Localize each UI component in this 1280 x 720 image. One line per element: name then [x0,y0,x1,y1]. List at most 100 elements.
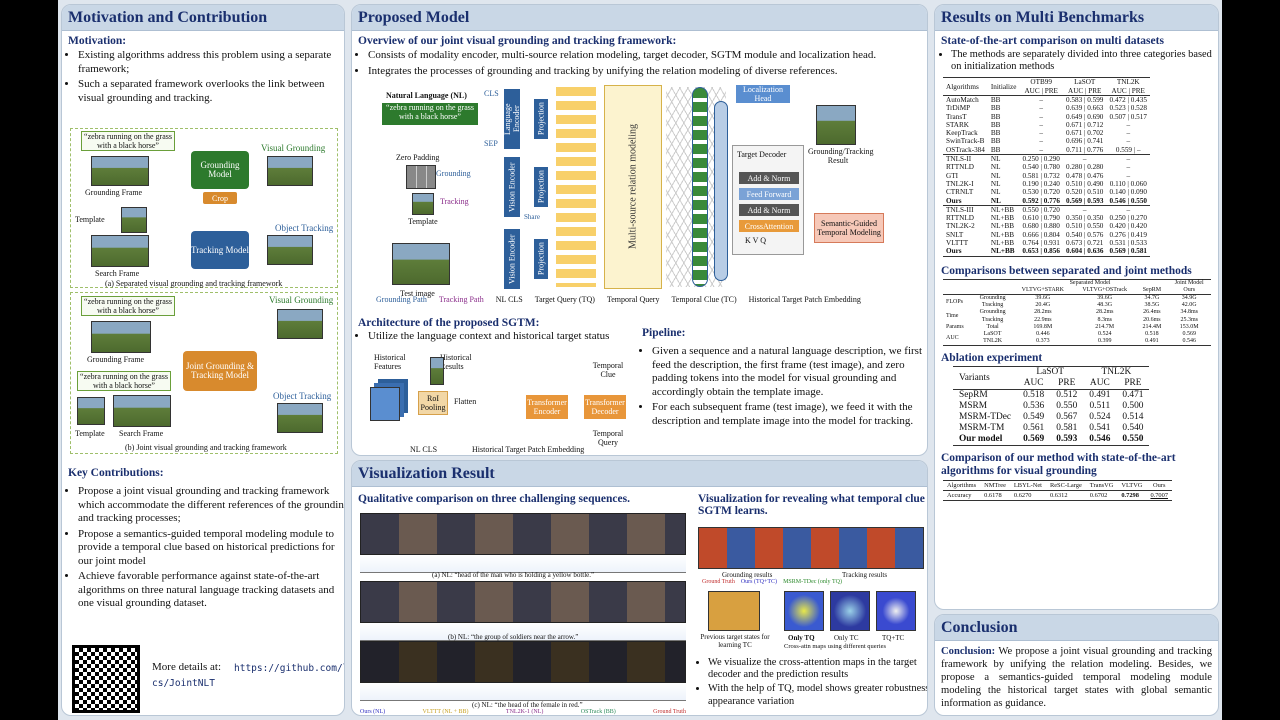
table-cell: NL [990,163,1001,172]
table-cell: 0.6270 [1013,492,1032,500]
table-cell: 0.649 | 0.690 [1066,112,1104,121]
table-cell: – [1039,145,1043,154]
token-columns [556,87,596,287]
tq-tc-map [876,591,916,631]
table-cell: 0.550 [1122,434,1144,445]
tq-tc-label: TQ+TC [882,634,905,642]
table-cell: Time [946,313,959,320]
vision-encoder-label: Vision Encoder [507,234,517,284]
result-label: Grounding/Tracking Result [808,147,874,165]
grounding-frame-label: Grounding Frame [85,188,143,197]
table-cell: – [1126,171,1131,180]
object-tracking-label: Object Tracking [275,223,334,233]
localization-head-label: Localization Head [743,85,783,103]
historical-features-stack [370,387,400,421]
table-cell: 0.472 | 0.435 [1109,96,1147,104]
table-cell: 0.639 | 0.663 [1066,104,1104,113]
sgtm-figure: Historical Features Historical Results R… [362,351,638,455]
table-cell: 0.471 [1122,390,1144,401]
zero-padding-grid [406,165,436,189]
table-cell: 0.511 [1089,401,1111,412]
template-image [412,193,434,215]
table-cell: 0.510 | 0.490 [1066,179,1104,188]
github-link[interactable]: https://github.com/lizhou-cs/JointNLT [152,663,344,689]
table-cell: 0.536 [1023,401,1045,412]
table-cell: 0.581 [1056,423,1078,434]
table-cell: 0.276 | 0.419 [1109,230,1147,239]
clue-legend: Ground Truth Ours (TQ+TC) MSRM-TDec (onl… [702,579,842,585]
results-title: Results on Multi Benchmarks [935,5,1218,31]
sequence-a-curve [360,555,686,573]
table-cell: 0.604 | 0.636 [1065,247,1104,256]
table-cell: 0.583 | 0.599 [1066,96,1104,104]
table-cell: 0.512 [1056,390,1078,401]
table-cell: 0.567 [1056,412,1078,423]
sota-point: The methods are separately divided into … [951,49,1212,73]
legend-msrm-tdec: MSRM-TDec (only TQ) [783,579,842,585]
table-cell: 153.0M [1179,323,1199,330]
table-cell: 0.550 | 0.720 [1022,205,1060,214]
table-cell: 0.541 [1089,423,1111,434]
motivation-title: Motivation and Contribution [62,5,344,31]
table-cell: 0.6702 [1089,492,1108,500]
t1-header: LaSOT [1074,78,1096,87]
table-cell: 0.671 | 0.702 [1066,129,1104,138]
table-cell: 0.280 | 0.280 [1066,163,1104,172]
motivation-panel: Motivation and Contribution Motivation: … [61,4,345,716]
legend-tracking-path: Tracking Path [438,295,484,304]
table-cell: 0.530 | 0.720 [1022,188,1060,197]
table-cell: 0.420 | 0.420 [1109,222,1147,231]
t1-subheader: AUC | PRE [1068,86,1102,95]
table-cell: 0.524 [1089,412,1111,423]
visualization-title: Visualization Result [352,461,927,487]
table-cell: 214.4M [1142,323,1162,330]
table-cell: 0.593 [1056,434,1078,445]
sequence-a-frames [360,513,686,555]
table-header-cell: Ours [1153,482,1166,490]
grounding-frame-image [91,321,151,353]
motivation-subheading: Motivation: [68,35,127,47]
legend-historical-patch: Historical Target Patch Embedding [472,445,585,454]
table-cell: SNLT [946,230,964,239]
table-cell: 0.110 | 0.060 [1109,179,1147,188]
legend-vlttt: VLTTT (NL + BB) [422,709,469,715]
table-cell: 39.6G 48.3G [1097,295,1113,309]
table-cell: 26.4ms 20.6ms [1143,309,1161,323]
table-cell: BB [990,112,1001,121]
table-cell: RTTNLD [946,214,974,223]
table-cell: TransT [946,112,967,121]
table-cell: TNL2K-2 [946,222,975,231]
table-cell: BB [990,120,1001,129]
table-cell: RTTNLD [946,163,974,172]
legend-ground-truth: Ground Truth [653,709,686,715]
sequence-a-caption: (a) NL: “head of the man who is holding … [432,571,595,579]
table-cell: TNLS-II [946,155,972,164]
legend-temporal-query: Temporal Query [606,295,660,304]
table-cell: NL+BB [990,239,1015,248]
t1-subheader: AUC | PRE [1111,86,1145,95]
kvq-labels: K V Q [745,236,766,245]
table-cell: TrDiMP [946,104,971,113]
template-image [77,397,105,425]
table-cell: 0.680 | 0.880 [1022,222,1060,231]
legend-nl-cls: NL CLS [410,445,438,454]
table-cell: NL+BB [990,247,1015,256]
table-cell: NL [990,171,1001,180]
table-cell: LaSOT TNL2K [983,331,1003,345]
table-cell: 0.518 0.491 [1145,331,1159,345]
table-cell: 0.546 [1089,434,1111,445]
table-cell: NL [990,188,1001,197]
sota-list: The methods are separately divided into … [951,49,1212,73]
table-header-cell: ReSC-Large [1049,482,1082,490]
more-details-label: More details at: [152,661,222,673]
object-tracking-label: Object Tracking [273,391,332,401]
t2-subheader [943,287,973,295]
